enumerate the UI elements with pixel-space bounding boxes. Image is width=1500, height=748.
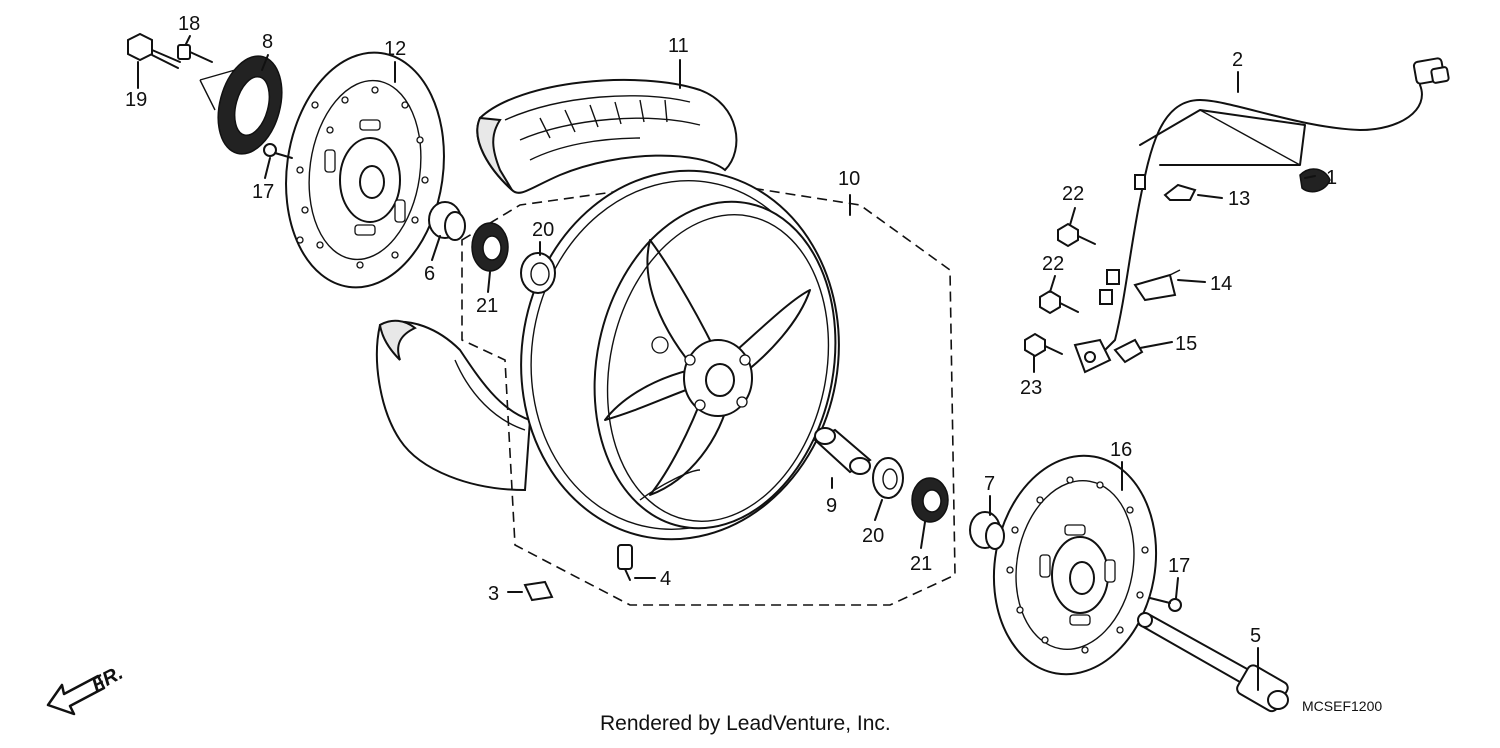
bolt-22-upper [1057, 222, 1096, 248]
valve-stem [617, 544, 633, 581]
bearing-20-left [520, 252, 556, 294]
brake-disc-right [992, 454, 1158, 676]
bolt-18 [177, 44, 213, 63]
wheel-rim [520, 169, 840, 541]
label-8: 8 [262, 31, 273, 53]
collar-6 [428, 201, 466, 241]
label-15: 15 [1175, 333, 1197, 355]
label-13: 13 [1228, 188, 1250, 210]
label-19: 19 [125, 89, 147, 111]
bolt-22-lower [1039, 289, 1079, 315]
label-17-left: 17 [252, 181, 274, 203]
bolt-23 [1024, 332, 1063, 358]
label-7: 7 [984, 473, 995, 495]
label-12: 12 [384, 38, 406, 60]
label-20-left: 20 [532, 219, 554, 241]
callout-labels: 1 2 3 4 5 6 7 8 9 10 11 12 13 14 15 16 1… [125, 13, 1337, 647]
pulser-ring [199, 55, 283, 155]
leader-lines [137, 35, 1316, 691]
label-22-lower: 22 [1042, 253, 1064, 275]
label-18: 18 [178, 13, 200, 35]
label-1: 1 [1326, 167, 1337, 189]
label-5: 5 [1250, 625, 1261, 647]
bolt-17-right [1149, 597, 1182, 612]
clamp-15 [1113, 338, 1144, 364]
label-23: 23 [1020, 377, 1042, 399]
diagram-code: MCSEF1200 [1302, 698, 1382, 714]
assembly-outline [461, 179, 956, 606]
balance-weight [523, 580, 554, 602]
label-21-right: 21 [910, 553, 932, 575]
label-10: 10 [838, 168, 860, 190]
label-16: 16 [1110, 439, 1132, 461]
tire-lower [375, 319, 532, 492]
axle-5 [1137, 612, 1289, 713]
bolt-17-left [263, 143, 293, 159]
bolt-19 [127, 32, 181, 69]
bearing-20-right [872, 457, 904, 499]
clamp-13 [1163, 183, 1197, 201]
brake-disc-left [285, 51, 445, 289]
spacer-9 [813, 427, 872, 475]
label-17-right: 17 [1168, 555, 1190, 577]
label-22-upper: 22 [1062, 183, 1084, 205]
collar-7 [969, 511, 1005, 550]
clamp-14 [1133, 269, 1181, 302]
bearing-21-right [911, 477, 949, 523]
bearing-21-left [471, 222, 509, 272]
label-9: 9 [826, 495, 837, 517]
label-20-right: 20 [862, 525, 884, 547]
label-11: 11 [668, 35, 689, 57]
tire-upper [476, 78, 738, 194]
label-2: 2 [1232, 49, 1243, 71]
render-credit: Rendered by LeadVenture, Inc. [600, 712, 891, 735]
front-direction-arrow: FR. [46, 662, 127, 716]
label-3: 3 [488, 583, 499, 605]
label-4: 4 [660, 568, 671, 590]
label-14: 14 [1210, 273, 1232, 295]
label-6: 6 [424, 263, 435, 285]
wheel-speed-sensor [1073, 57, 1450, 374]
label-21-left: 21 [476, 295, 498, 317]
grommet-1 [1299, 168, 1331, 193]
